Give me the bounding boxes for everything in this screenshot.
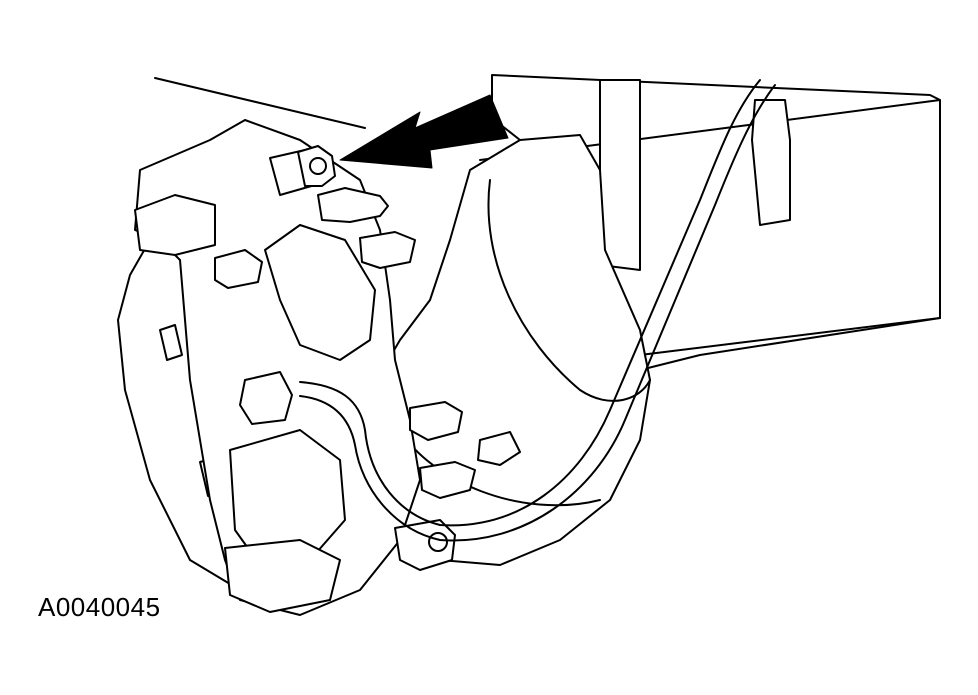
callout-arrow-icon [339,94,509,169]
frame-line-top [154,77,366,129]
guide-pin-upper [359,231,416,269]
lower-bolt-center [428,532,448,552]
brake-hose-outer [299,84,776,542]
hose-bracket [477,431,521,466]
upper-bolt-center [309,157,327,175]
figure-id-label: A0040045 [38,592,161,622]
knuckle-inner-curve [487,179,651,402]
guide-pin-lower [419,461,476,499]
caliper-upper-tab [134,194,216,256]
caliper-piston-housing [264,224,376,361]
guide-pin-mid [409,401,463,441]
caliper-shoe [224,539,341,613]
guide-pin-left [214,249,263,289]
caliper-lower-body [229,429,346,566]
steering-knuckle [359,134,651,566]
brake-hose [299,79,761,527]
beam-post [751,99,791,226]
axle-beam-lower-edge [639,317,941,356]
banjo-bolt [239,371,293,425]
beam-strap [599,79,641,271]
bleeder-fitting [317,187,389,223]
rotor-vent-1 [159,324,183,361]
